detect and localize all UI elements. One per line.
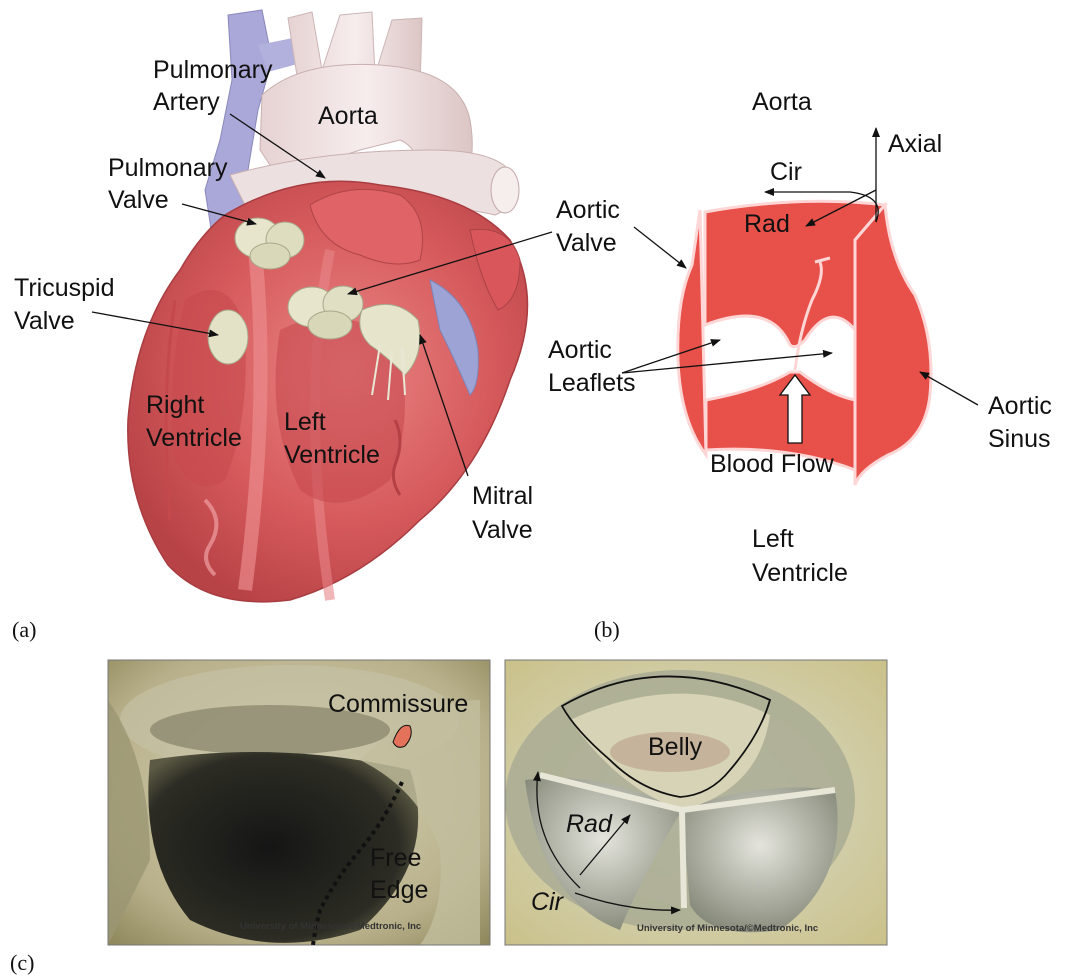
label-pulmonary-valve-1: Pulmonary	[108, 154, 228, 182]
label-aortic-valve-1: Aortic	[556, 196, 620, 224]
label-cir: Cir	[770, 158, 802, 186]
label-tricuspid-valve-2: Valve	[14, 307, 75, 335]
label-aortic-valve-2: Valve	[556, 229, 617, 257]
label-free-edge-2: Edge	[370, 876, 428, 904]
label-cir-photo: Cir	[531, 888, 565, 916]
label-right-ventricle-1: Right	[146, 391, 204, 419]
label-left-ventricle-schematic-1: Left	[752, 525, 794, 553]
label-blood-flow: Blood Flow	[710, 450, 835, 478]
label-right-ventricle-2: Ventricle	[146, 424, 242, 452]
label-left-ventricle-1: Left	[284, 408, 326, 436]
label-axial: Axial	[888, 130, 942, 158]
label-commissure: Commissure	[328, 690, 468, 718]
right-sinus-wall	[855, 205, 931, 485]
label-left-ventricle-2: Ventricle	[284, 441, 380, 469]
label-left-ventricle-schematic-2: Ventricle	[752, 559, 848, 587]
label-aortic-leaflets-1: Aortic	[548, 336, 612, 364]
label-rad-photo: Rad	[566, 810, 613, 838]
label-aorta-schematic: Aorta	[752, 88, 812, 116]
label-aorta-heart: Aorta	[318, 102, 378, 130]
label-pulmonary-artery-1: Pulmonary	[153, 56, 273, 84]
arrow-aortic-valve-schematic	[634, 227, 686, 268]
left-sinus-wall	[678, 210, 706, 455]
label-pulmonary-valve-2: Valve	[108, 186, 169, 214]
label-free-edge-1: Free	[370, 844, 421, 872]
label-pulmonary-artery-2: Artery	[153, 88, 220, 116]
label-aortic-leaflets-2: Leaflets	[548, 369, 636, 397]
panel-label-b: (b)	[594, 617, 620, 642]
panel-label-c: (c)	[10, 950, 34, 975]
valve-schematic	[678, 201, 931, 485]
label-mitral-valve-2: Valve	[472, 516, 533, 544]
label-aortic-sinus-1: Aortic	[988, 392, 1052, 420]
label-belly: Belly	[648, 733, 703, 761]
credit-left: University of Minnesota/©Medtronic, Inc	[240, 921, 421, 932]
label-aortic-sinus-2: Sinus	[988, 425, 1051, 453]
label-mitral-valve-1: Mitral	[472, 482, 533, 510]
label-tricuspid-valve-1: Tricuspid	[14, 274, 115, 302]
credit-right: University of Minnesota/©Medtronic, Inc	[637, 923, 818, 934]
label-rad: Rad	[744, 210, 790, 238]
tricuspid-valve-cusp	[208, 310, 248, 364]
panel-label-a: (a)	[12, 617, 36, 642]
